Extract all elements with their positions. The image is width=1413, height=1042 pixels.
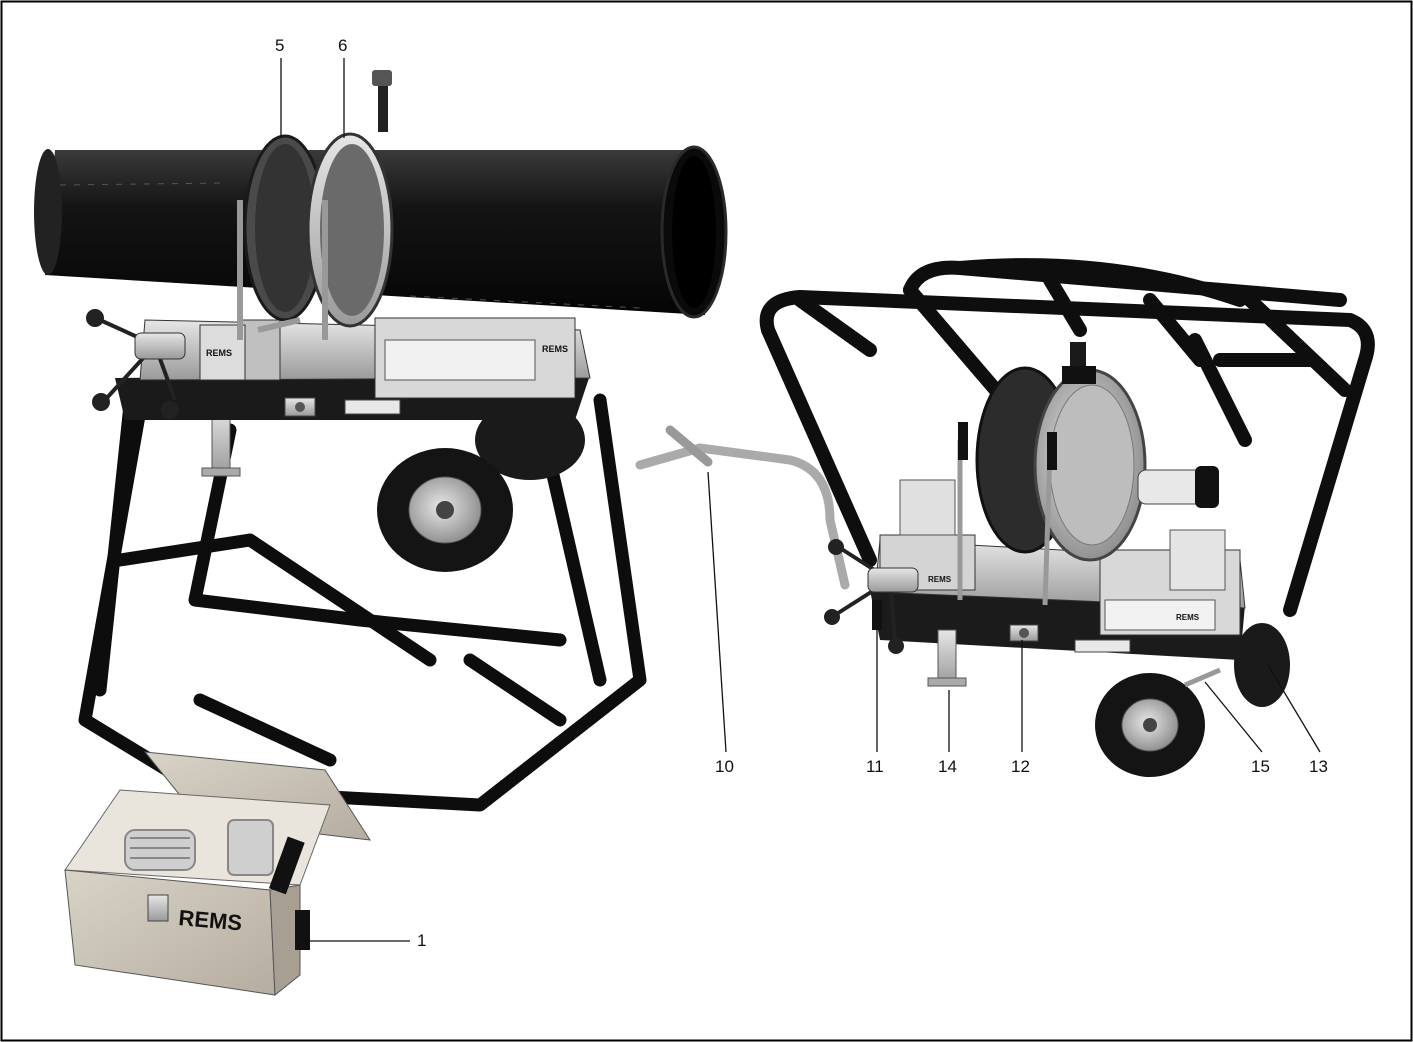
callout-13: 13 (1309, 757, 1328, 776)
right-plate-logo: REMS (1176, 613, 1200, 622)
right-unit-logo: REMS (928, 575, 952, 584)
tool-box: REMS (64, 751, 371, 997)
callout-11: 11 (866, 757, 884, 776)
right-crank-handles (824, 539, 919, 654)
tool-box-logo: REMS (178, 905, 243, 935)
callout-10: 10 (715, 757, 734, 776)
callout-6: 6 (338, 36, 348, 55)
left-plate-logo: REMS (542, 344, 568, 354)
right-wheel (1095, 623, 1290, 777)
callout-14: 14 (938, 757, 957, 776)
callout-1: 1 (417, 931, 427, 950)
tool-box-latch (147, 894, 169, 922)
callout-5: 5 (275, 36, 285, 55)
left-clamp-ring-6 (306, 132, 394, 328)
left-unit-logo: REMS (206, 348, 232, 358)
left-crank-handles (86, 309, 186, 419)
roll-cage (759, 258, 1375, 617)
left-clamp-ring-5 (243, 134, 327, 322)
pull-handle (635, 443, 850, 590)
tool-box-front (64, 869, 276, 996)
right-support-foot (937, 629, 957, 686)
leader-lines (280, 58, 1321, 942)
callout-12: 12 (1011, 757, 1030, 776)
right-machine: REMS REMS (635, 258, 1375, 777)
left-top-handle (378, 80, 388, 132)
left-machine: REMS REMS (34, 70, 728, 812)
callout-15: 15 (1251, 757, 1270, 776)
